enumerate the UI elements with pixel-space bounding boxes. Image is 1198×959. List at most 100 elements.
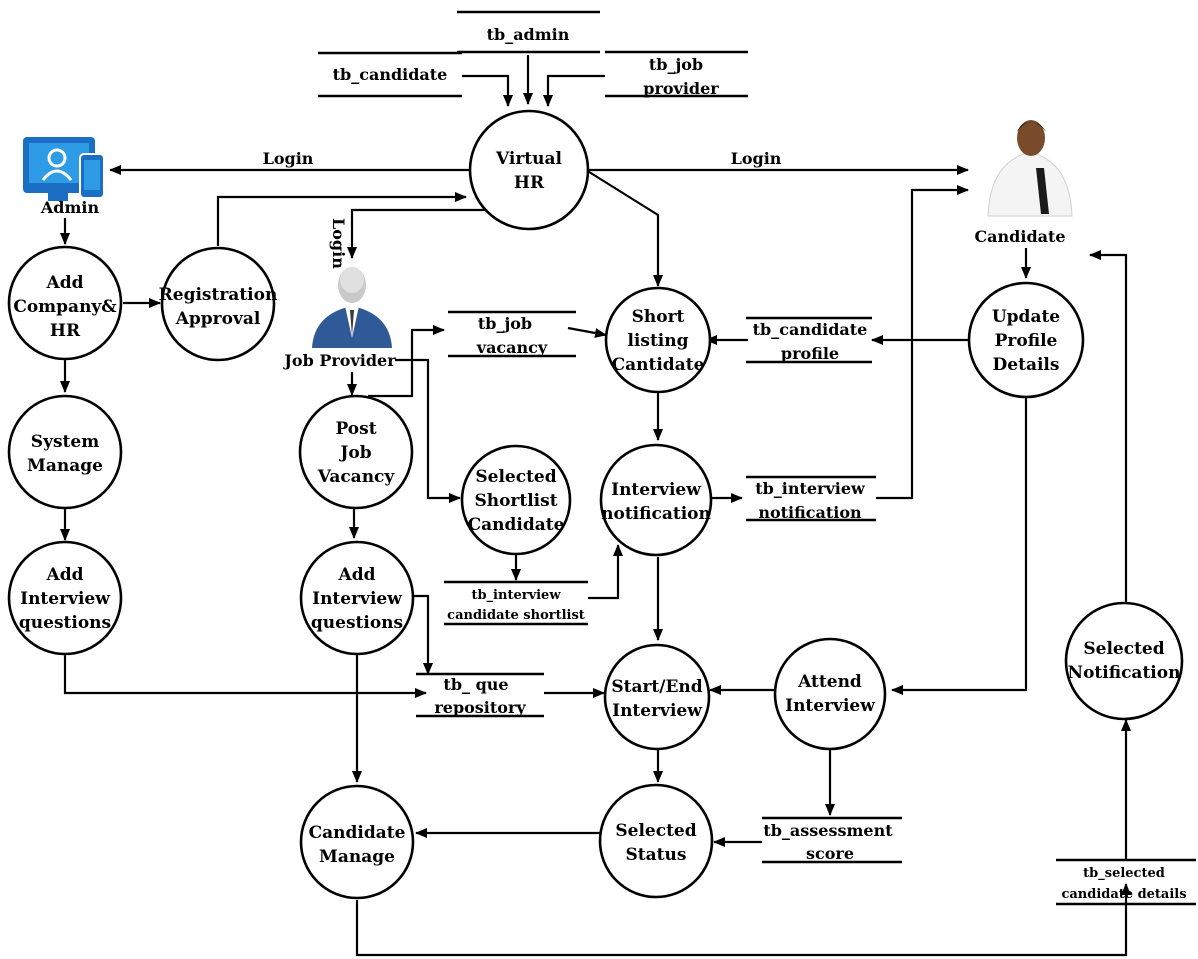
process-provider-add-interview-questions[interactable]: Add Interview questions	[299, 540, 415, 656]
process-label: notification	[601, 504, 711, 524]
candidate-label: Candidate	[974, 227, 1065, 246]
store-label: tb_selected	[1083, 866, 1165, 881]
flow-label-login-admin: Login	[263, 149, 314, 168]
store-label: tb_interview	[755, 479, 866, 498]
process-label: Update	[992, 307, 1060, 327]
process-label: System	[31, 432, 99, 452]
job-provider-label: Job Provider	[282, 351, 396, 370]
flow-candidate-to-vhr	[462, 74, 513, 107]
process-label: Add	[338, 565, 376, 585]
process-virtual-hr[interactable]: Virtual HR	[468, 109, 590, 231]
process-label: Selected	[1083, 639, 1164, 659]
store-tb-assessment-score: tb_assessment score	[762, 816, 902, 864]
process-label: Interview	[20, 589, 110, 609]
process-label: Start/End	[611, 677, 702, 697]
admin-computer-icon	[23, 137, 105, 201]
flow-provider-loop	[368, 358, 414, 398]
process-start-end-interview[interactable]: Start/End Interview	[603, 643, 711, 751]
process-label: HR	[514, 173, 545, 193]
process-selected-status[interactable]: Selected Status	[598, 783, 714, 899]
process-label: Profile	[995, 331, 1058, 351]
process-candidate-manage[interactable]: Candidate Manage	[299, 784, 415, 900]
process-label: Add	[46, 273, 84, 293]
actor-admin: Admin	[23, 137, 105, 217]
flow-vhr-to-shortlisting	[577, 164, 663, 287]
process-label: questions	[311, 613, 403, 633]
process-short-listing-candidate[interactable]: Short listing Cantidate	[604, 286, 712, 394]
flow-registration-to-vhr	[216, 192, 467, 246]
process-add-company-hr[interactable]: Add Company& HR	[7, 245, 123, 361]
process-label: Add	[46, 565, 84, 585]
actor-job-provider: Job Provider	[282, 267, 396, 370]
process-post-job-vacancy[interactable]: Post Job Vacancy	[298, 394, 414, 510]
flow-candidate-manage-to-selected-details	[355, 883, 1131, 957]
process-label: Status	[626, 845, 687, 865]
store-tb-que-repository: tb_ que repository	[416, 672, 544, 718]
process-label: Company&	[13, 297, 117, 317]
process-label: Registration	[159, 285, 278, 305]
process-label: Cantidate	[612, 355, 705, 375]
process-selected-notification[interactable]: Selected Notification	[1064, 601, 1184, 721]
process-label: Shortlist	[474, 491, 557, 511]
store-tb-interview-notification: tb_interview notification	[746, 475, 876, 522]
process-label: Short	[632, 307, 685, 327]
store-label: tb_admin	[487, 25, 570, 44]
process-label: Candidate	[468, 515, 565, 535]
process-label: HR	[50, 321, 81, 341]
process-admin-add-interview-questions[interactable]: Add Interview questions	[7, 540, 123, 656]
store-tb-job-provider: tb_job provider	[605, 50, 748, 98]
store-label: tb_ que	[443, 675, 508, 694]
store-label: vacancy	[476, 338, 548, 357]
process-selected-shortlist-candidate[interactable]: Selected Shortlist Candidate	[460, 444, 572, 556]
process-attend-interview[interactable]: Attend Interview	[773, 637, 887, 751]
store-tb-candidate: tb_candidate	[318, 51, 462, 98]
flow-provider-to-selected-shortlist	[412, 358, 461, 503]
process-label: Candidate	[309, 823, 406, 843]
flow-admin-questions-to-repository	[63, 654, 427, 698]
process-update-profile-details[interactable]: Update Profile Details	[967, 281, 1085, 399]
process-label: Manage	[319, 847, 395, 867]
store-label: tb_assessment	[763, 821, 893, 840]
process-label: Interview	[612, 701, 702, 721]
process-system-manage[interactable]: System Manage	[7, 394, 123, 510]
process-label: listing	[627, 331, 688, 351]
data-stores: tb_admin tb_candidate tb_job provider tb…	[318, 10, 1196, 906]
store-label: tb_job	[478, 314, 532, 333]
process-label: Interview	[312, 589, 402, 609]
flow-job-vacancy-to-shortlisting	[567, 326, 607, 338]
process-interview-notification[interactable]: Interview notification	[599, 443, 713, 557]
process-label: Attend	[797, 672, 862, 692]
process-label: questions	[19, 613, 111, 633]
process-label: Interview	[785, 696, 875, 716]
flow-notification-store-to-candidate	[876, 185, 969, 500]
processes: Virtual HR Add Company& HR Registration …	[7, 109, 1184, 900]
store-label: tb_candidate	[753, 320, 868, 339]
process-label: Notification	[1068, 663, 1181, 683]
actor-candidate: Candidate	[974, 120, 1073, 246]
flow-label-login-provider: Login	[329, 218, 348, 269]
store-label: profile	[781, 344, 839, 363]
store-label: score	[806, 844, 854, 863]
process-label: Selected	[475, 467, 556, 487]
candidate-person-icon	[987, 120, 1073, 217]
store-label: provider	[643, 79, 719, 98]
flows	[60, 55, 1131, 957]
store-tb-job-vacancy: tb_job vacancy	[448, 310, 576, 358]
process-label: Manage	[27, 456, 103, 476]
flow-labels: Login Login Login	[263, 149, 782, 269]
flow-login-provider	[347, 208, 486, 259]
process-registration-approval[interactable]: Registration Approval	[159, 246, 278, 362]
flow-label-login-candidate: Login	[731, 149, 782, 168]
store-tb-interview-candidate-shortlist: tb_interview candidate shortlist	[444, 580, 588, 626]
process-label: Details	[993, 355, 1060, 375]
admin-label: Admin	[40, 198, 100, 217]
process-label: Job	[338, 443, 371, 463]
store-label: candidate details	[1061, 887, 1186, 902]
store-tb-candidate-profile: tb_candidate profile	[746, 316, 872, 364]
store-label: tb_job	[649, 55, 703, 74]
store-label: notification	[758, 503, 862, 522]
flow-update-profile-to-attend	[891, 398, 1028, 695]
store-label: tb_candidate	[333, 65, 448, 84]
store-label: repository	[434, 698, 526, 717]
